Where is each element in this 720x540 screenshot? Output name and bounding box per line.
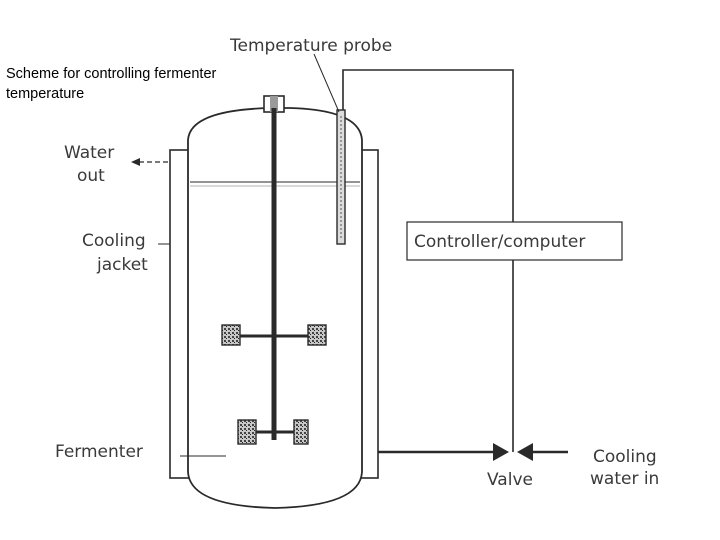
controller-label: Controller/computer <box>414 232 585 252</box>
water-out-label-line2: out <box>77 166 105 186</box>
cooling-jacket-label-line1: Cooling <box>82 231 146 251</box>
controller-box <box>406 221 623 261</box>
probe-label-leader <box>313 53 340 113</box>
diagram-caption: Scheme for controlling fermenter tempera… <box>6 66 217 102</box>
valve-left-arrowhead <box>493 443 509 461</box>
signal-wire <box>342 69 514 452</box>
fermenter-label: Fermenter <box>55 442 143 462</box>
cooling-water-in-label-line2: water in <box>590 469 659 489</box>
valve-label: Valve <box>487 470 533 490</box>
upper-impeller-blade-left <box>221 324 241 346</box>
cooling-jacket-label-line2: jacket <box>96 255 148 275</box>
lower-impeller-blade-right <box>293 419 309 445</box>
temperature-probe-label: Temperature probe <box>229 36 392 56</box>
lower-impeller-blade-left <box>237 419 257 445</box>
shaft-hub-core <box>270 96 278 112</box>
valve-right-arrowhead <box>517 443 533 461</box>
water-out-arrowhead <box>131 158 140 166</box>
cooling-water-in-label-line1: Cooling <box>593 447 657 467</box>
upper-impeller-blade-right <box>307 324 327 346</box>
water-out-label-line1: Water <box>64 143 114 163</box>
